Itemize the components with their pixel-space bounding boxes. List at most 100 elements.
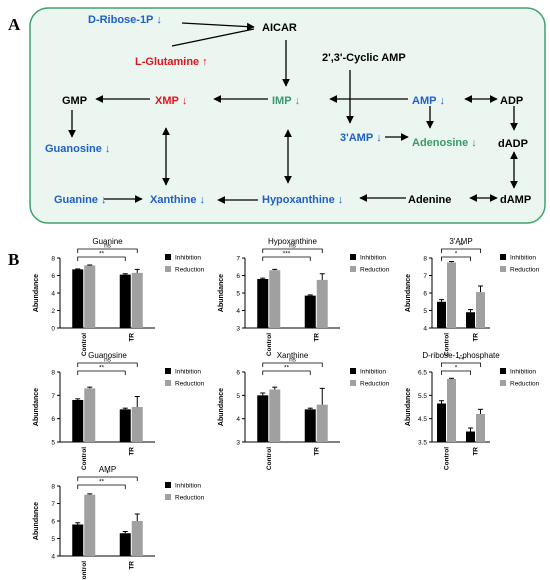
legend-label-inhibition: Inhibition bbox=[360, 255, 386, 262]
significance-bracket bbox=[441, 370, 471, 375]
legend-swatch-inhibition bbox=[500, 254, 506, 260]
significance-bracket bbox=[77, 370, 126, 375]
x-tick-label: TR bbox=[473, 333, 480, 342]
node-guanosine-change-arrow: ↓ bbox=[105, 143, 111, 155]
node-xanthine: Xanthine↓ bbox=[150, 194, 205, 206]
bar-reduction-tr bbox=[476, 414, 485, 442]
significance-label: * bbox=[455, 251, 458, 258]
node-glutamine-change-arrow: ↑ bbox=[202, 56, 208, 68]
y-tick-label: 8 bbox=[51, 370, 55, 377]
node-damp: dAMP bbox=[500, 194, 531, 206]
significance-label: ** bbox=[99, 365, 105, 372]
panel-a-letter: A bbox=[8, 15, 21, 34]
significance-bracket bbox=[262, 362, 323, 367]
x-tick-label: Control bbox=[81, 447, 88, 470]
significance-label: ** bbox=[99, 479, 105, 486]
y-tick-label: 3.5 bbox=[418, 440, 427, 447]
significance-label: ** bbox=[458, 243, 464, 250]
node-guanosine: Guanosine↓ bbox=[45, 143, 110, 155]
bar-reduction-tr bbox=[131, 272, 143, 328]
y-tick-label: 5 bbox=[236, 291, 240, 298]
bar-inhibition-tr bbox=[466, 312, 475, 328]
legend-swatch-inhibition bbox=[350, 254, 356, 260]
y-tick-label: 0 bbox=[51, 326, 55, 333]
x-tick-label: Control bbox=[266, 447, 273, 470]
node-imp-label: IMP bbox=[272, 95, 292, 107]
y-axis-label: Abundance bbox=[218, 274, 225, 312]
legend-swatch-reduction bbox=[350, 266, 356, 272]
node-guanine-change-arrow: ↓ bbox=[101, 194, 107, 206]
y-tick-label: 5.5 bbox=[418, 393, 427, 400]
legend-swatch-reduction bbox=[350, 380, 356, 386]
x-tick-label: Control bbox=[81, 561, 88, 580]
x-tick-label: TR bbox=[128, 447, 135, 456]
bar-reduction-control bbox=[269, 270, 281, 328]
node-guanosine-label: Guanosine bbox=[45, 143, 102, 155]
node-guanine: Guanine↓ bbox=[54, 194, 107, 206]
legend-label-reduction: Reduction bbox=[510, 267, 540, 274]
y-tick-label: 6 bbox=[51, 519, 55, 526]
y-axis-label: Abundance bbox=[405, 388, 412, 426]
node-xmp: XMP↓ bbox=[155, 95, 187, 107]
bar-reduction-control bbox=[84, 388, 96, 442]
y-tick-label: 4 bbox=[51, 554, 55, 561]
y-tick-label: 2 bbox=[51, 308, 55, 315]
bar-reduction-tr bbox=[316, 279, 328, 328]
legend-label-reduction: Reduction bbox=[510, 381, 540, 388]
node-cyclic-label: 2',3'-Cyclic AMP bbox=[322, 52, 406, 64]
node-imp-change-arrow: ↓ bbox=[295, 95, 301, 107]
significance-bracket bbox=[77, 248, 138, 253]
y-tick-label: 4 bbox=[236, 416, 240, 423]
bar-inhibition-control bbox=[257, 395, 269, 442]
node-adenosine: Adenosine↓ bbox=[412, 137, 477, 149]
bar-reduction-control bbox=[84, 265, 96, 328]
legend-label-reduction: Reduction bbox=[360, 381, 390, 388]
node-glutamine: L-Glutamine↑ bbox=[135, 56, 208, 68]
y-tick-label: 6 bbox=[236, 273, 240, 280]
bar-reduction-tr bbox=[131, 407, 143, 442]
bar-inhibition-tr bbox=[119, 533, 131, 556]
x-tick-label: Control bbox=[81, 333, 88, 356]
node-guanine-label: Guanine bbox=[54, 194, 98, 206]
chart-title: Xanthine bbox=[277, 351, 309, 360]
significance-label: ** bbox=[458, 357, 464, 364]
legend-label-inhibition: Inhibition bbox=[360, 369, 386, 376]
node-glutamine-label: L-Glutamine bbox=[135, 56, 199, 68]
significance-bracket bbox=[441, 362, 481, 367]
significance-bracket bbox=[77, 484, 126, 489]
significance-label: ** bbox=[99, 251, 105, 258]
significance-bracket bbox=[77, 256, 126, 261]
bar-reduction-control bbox=[447, 379, 456, 442]
legend-swatch-inhibition bbox=[165, 482, 171, 488]
legend-label-inhibition: Inhibition bbox=[510, 255, 536, 262]
legend-swatch-reduction bbox=[165, 494, 171, 500]
chart-title: D-ribose-1-phosphate bbox=[422, 351, 500, 360]
y-tick-label: 8 bbox=[51, 484, 55, 491]
significance-bracket bbox=[441, 248, 481, 253]
legend-label-reduction: Reduction bbox=[175, 381, 205, 388]
y-tick-label: 5 bbox=[51, 440, 55, 447]
significance-bracket bbox=[441, 256, 471, 261]
node-amp3-change-arrow: ↓ bbox=[376, 132, 382, 144]
significance-label: ns bbox=[104, 243, 112, 250]
y-axis-label: Abundance bbox=[405, 274, 412, 312]
node-adp-label: ADP bbox=[500, 95, 523, 107]
legend-label-inhibition: Inhibition bbox=[175, 483, 201, 490]
significance-label: ns bbox=[289, 357, 297, 364]
bar-reduction-tr bbox=[316, 404, 328, 442]
node-gmp-label: GMP bbox=[62, 95, 87, 107]
node-hypoxanthine: Hypoxanthine↓ bbox=[262, 194, 343, 206]
bar-inhibition-tr bbox=[119, 409, 131, 442]
legend-label-inhibition: Inhibition bbox=[510, 369, 536, 376]
chart-title: AMP bbox=[99, 465, 116, 474]
node-ribose-label: D-Ribose-1P bbox=[88, 14, 153, 26]
node-cyclic: 2',3'-Cyclic AMP bbox=[322, 52, 406, 64]
node-xmp-label: XMP bbox=[155, 95, 179, 107]
y-tick-label: 3 bbox=[236, 326, 240, 333]
chart-title: 3'AMP bbox=[449, 237, 472, 246]
legend-label-reduction: Reduction bbox=[360, 267, 390, 274]
node-aicar-label: AICAR bbox=[262, 22, 297, 34]
